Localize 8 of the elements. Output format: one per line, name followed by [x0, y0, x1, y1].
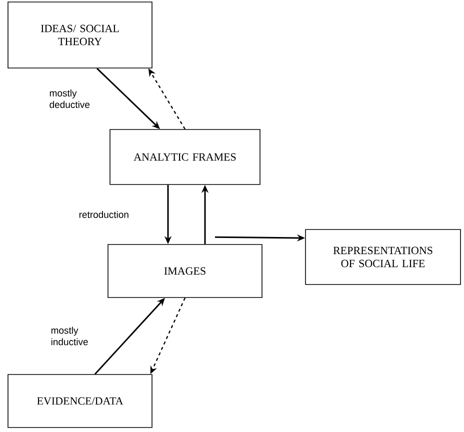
process-box: EVIDENCE/DATA — [8, 374, 152, 428]
process-box: ANALYTIC FRAMES — [110, 129, 260, 185]
process-box: IMAGES — [108, 244, 262, 298]
process-box: REPRESENTATIONS OF SOCIAL LIFE — [305, 229, 461, 285]
process-box: IDEAS/ SOCIAL THEORY — [8, 2, 152, 68]
edge-label: mostly deductive — [50, 90, 90, 108]
edge-label: retroduction — [79, 211, 128, 218]
edge-label: mostly inductive — [51, 326, 88, 346]
